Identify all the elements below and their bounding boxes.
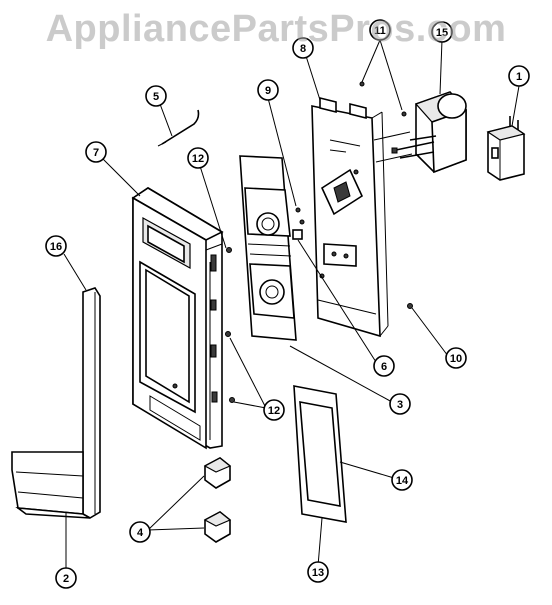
svg-text:1: 1 bbox=[516, 71, 522, 83]
leader-lines bbox=[63, 39, 520, 570]
callout-12-bottom: 12 bbox=[263, 399, 285, 421]
part-timer-motor bbox=[391, 91, 468, 174]
part-knobs bbox=[203, 457, 232, 543]
callout-15: 15 bbox=[431, 21, 453, 43]
callout-8: 8 bbox=[292, 37, 314, 59]
svg-text:14: 14 bbox=[396, 475, 409, 487]
svg-text:11: 11 bbox=[374, 25, 386, 37]
part-window-panel bbox=[293, 385, 347, 523]
callout-4: 4 bbox=[129, 521, 151, 543]
part-l-trim bbox=[11, 287, 101, 519]
part-cable bbox=[157, 109, 200, 147]
part-control-panel-frame bbox=[131, 187, 224, 450]
svg-text:10: 10 bbox=[450, 353, 462, 365]
part-small-fasteners bbox=[292, 207, 305, 240]
callout-1: 1 bbox=[508, 65, 530, 87]
svg-text:12: 12 bbox=[192, 153, 204, 165]
callout-12-top: 12 bbox=[187, 147, 209, 169]
callout-3: 3 bbox=[389, 393, 411, 415]
callout-7: 7 bbox=[85, 141, 107, 163]
part-mounting-bracket bbox=[311, 96, 413, 338]
svg-text:12: 12 bbox=[268, 405, 280, 417]
part-screws bbox=[225, 247, 235, 403]
svg-text:8: 8 bbox=[300, 43, 306, 55]
svg-text:6: 6 bbox=[381, 361, 387, 373]
part-switch bbox=[486, 116, 526, 181]
callout-13: 13 bbox=[307, 561, 329, 583]
svg-text:15: 15 bbox=[436, 27, 448, 39]
svg-text:5: 5 bbox=[153, 91, 159, 103]
callout-6: 6 bbox=[373, 355, 395, 377]
part-membrane-panel bbox=[239, 155, 297, 341]
svg-text:3: 3 bbox=[397, 399, 403, 411]
svg-text:9: 9 bbox=[265, 85, 271, 97]
callout-16: 16 bbox=[45, 235, 67, 257]
callout-9: 9 bbox=[257, 79, 279, 101]
svg-text:7: 7 bbox=[93, 147, 99, 159]
callout-11: 11 bbox=[369, 19, 391, 41]
svg-text:2: 2 bbox=[63, 573, 69, 585]
callout-10: 10 bbox=[445, 347, 467, 369]
svg-text:4: 4 bbox=[137, 527, 144, 539]
callout-2: 2 bbox=[55, 567, 77, 589]
callout-14: 14 bbox=[391, 469, 413, 491]
callout-5: 5 bbox=[145, 85, 167, 107]
svg-text:16: 16 bbox=[50, 241, 62, 253]
svg-text:13: 13 bbox=[312, 567, 324, 579]
part-bracket-screws bbox=[359, 81, 413, 309]
